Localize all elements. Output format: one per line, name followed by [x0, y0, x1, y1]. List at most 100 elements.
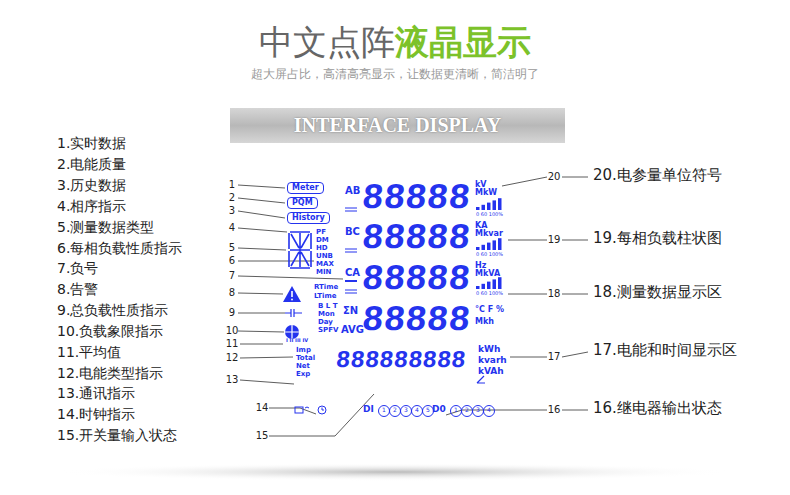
legend-item-text: 3.历史数据: [57, 178, 126, 192]
legend-item-text: 10.负载象限指示: [57, 324, 163, 338]
indicator-text: HD: [316, 245, 328, 252]
load-bar: [482, 284, 486, 289]
indicator-text: SPFV: [318, 327, 338, 334]
indicator-text: RTime: [314, 284, 338, 291]
node-text: 3: [401, 406, 411, 414]
callout-number: 16: [548, 405, 561, 415]
node-text: 5: [423, 406, 433, 414]
digit-field: 88888: [360, 262, 472, 298]
indicator-text: Exp: [296, 371, 310, 378]
indicator-text: Day: [318, 319, 333, 326]
indicator-text: Total: [296, 355, 315, 362]
section-band: INTERFACE DISPLAY: [230, 108, 565, 143]
load-bar: [493, 200, 497, 210]
callout-number: 11: [226, 339, 239, 349]
quadrant-icon: [285, 325, 299, 339]
node-text: 4: [484, 406, 494, 414]
load-bar: [487, 243, 491, 250]
load-bar: [482, 245, 486, 250]
callout-number: 19: [548, 235, 561, 245]
bar-scale: 0 60 100%: [476, 291, 503, 296]
indicator-text: PF: [316, 229, 326, 236]
unit-symbol: °C F %: [475, 306, 504, 314]
callout-number: 1: [229, 180, 235, 190]
load-bar: [487, 203, 491, 210]
callout-number: 3: [229, 206, 235, 216]
node-text: INTERFACE DISPLAY: [230, 108, 565, 143]
callout-number: 9: [229, 308, 235, 318]
unit-symbol: kvarh: [478, 356, 507, 365]
mode-box: History: [287, 212, 330, 224]
unit-symbol: Mkh: [475, 318, 494, 326]
title-text: 中文点阵: [259, 22, 395, 62]
node-text: History: [292, 214, 325, 222]
legend-item-text: 16.继电器输出状态: [593, 401, 722, 416]
phase-label: BC: [345, 227, 360, 237]
callout-number: 10: [226, 326, 239, 336]
load-bar: [476, 247, 480, 250]
node-text: 2: [462, 406, 472, 414]
callout-number: 7: [229, 271, 235, 281]
unit-symbol: kWh: [478, 345, 500, 354]
quadrant-text: I II III IV: [286, 338, 308, 343]
legend-item-text: 4.相序指示: [57, 199, 126, 213]
digit-field: 88888: [360, 181, 472, 217]
unit-symbol: kV: [475, 181, 487, 189]
load-bar: [493, 240, 497, 250]
callout-number: 6: [229, 256, 235, 266]
node-text: PQM: [292, 199, 313, 207]
callout-number: 14: [256, 403, 269, 413]
legend-item-text: 14.时钟指示: [57, 407, 135, 421]
title-row: 中文点阵液晶显示: [0, 20, 790, 66]
unit-symbol: KA: [475, 222, 487, 230]
energy-digits: 888888888: [335, 349, 467, 373]
phase-symbols: [345, 208, 357, 293]
node-text: 1: [379, 406, 389, 414]
leader-lines: [238, 177, 588, 436]
mode-box: PQM: [287, 197, 318, 209]
callout-number: 20: [548, 172, 561, 182]
legend-item-text: 13.通讯指示: [57, 386, 135, 400]
callout-number: 15: [256, 431, 269, 441]
segment-glyph: [289, 232, 311, 268]
unit-symbol: Mkvar: [475, 230, 503, 238]
callout-number: 5: [229, 243, 235, 253]
legend-item-text: 18.测量数据显示区: [593, 285, 722, 300]
subtitle: 超大屏占比，高清高亮显示，让数据更清晰，简洁明了: [0, 68, 790, 80]
indicator-text: Net: [296, 363, 310, 370]
legend-item-text: 19.每相负载柱状图: [593, 231, 722, 246]
callout-number: 18: [548, 289, 561, 299]
legend-item-text: 1.实时数据: [57, 136, 126, 150]
load-bar: [476, 207, 480, 210]
capacitor-symbol: [285, 309, 302, 317]
phase-label: ΣN: [343, 306, 358, 316]
load-bar: [493, 279, 497, 289]
load-bar: [476, 286, 480, 289]
callout-number: 17: [548, 352, 561, 362]
legend-item-text: 5.测量数据类型: [57, 220, 154, 234]
unit-symbol: D0: [432, 405, 446, 414]
node-text: 4: [412, 406, 422, 414]
legend-item-text: 9.总负载性质指示: [57, 303, 168, 317]
unit-symbol: kVAh: [478, 367, 504, 376]
status-circle: 5: [422, 405, 434, 417]
digit-field: 88888: [360, 221, 472, 257]
shadow: [55, 463, 735, 481]
indicator-text: B L T: [318, 303, 337, 310]
phase-label: AB: [345, 186, 360, 196]
legend-item-text: 17.电能和时间显示区: [593, 343, 737, 358]
warning-icon: [283, 286, 301, 302]
load-bar: [482, 205, 486, 210]
node-text: 1: [451, 406, 461, 414]
legend-item-text: 7.负号: [57, 261, 98, 275]
unit-symbol: DI: [363, 405, 374, 414]
indicator-text: MIN: [316, 269, 331, 276]
node-text: Meter: [292, 184, 319, 192]
bar-scale: 0 60 100%: [476, 212, 503, 217]
phase-label: CA: [345, 268, 360, 278]
digit-field: 88888: [360, 303, 472, 339]
load-bar: [498, 277, 502, 289]
indicator-text: UNB: [316, 253, 333, 260]
mode-box: Meter: [287, 182, 324, 194]
